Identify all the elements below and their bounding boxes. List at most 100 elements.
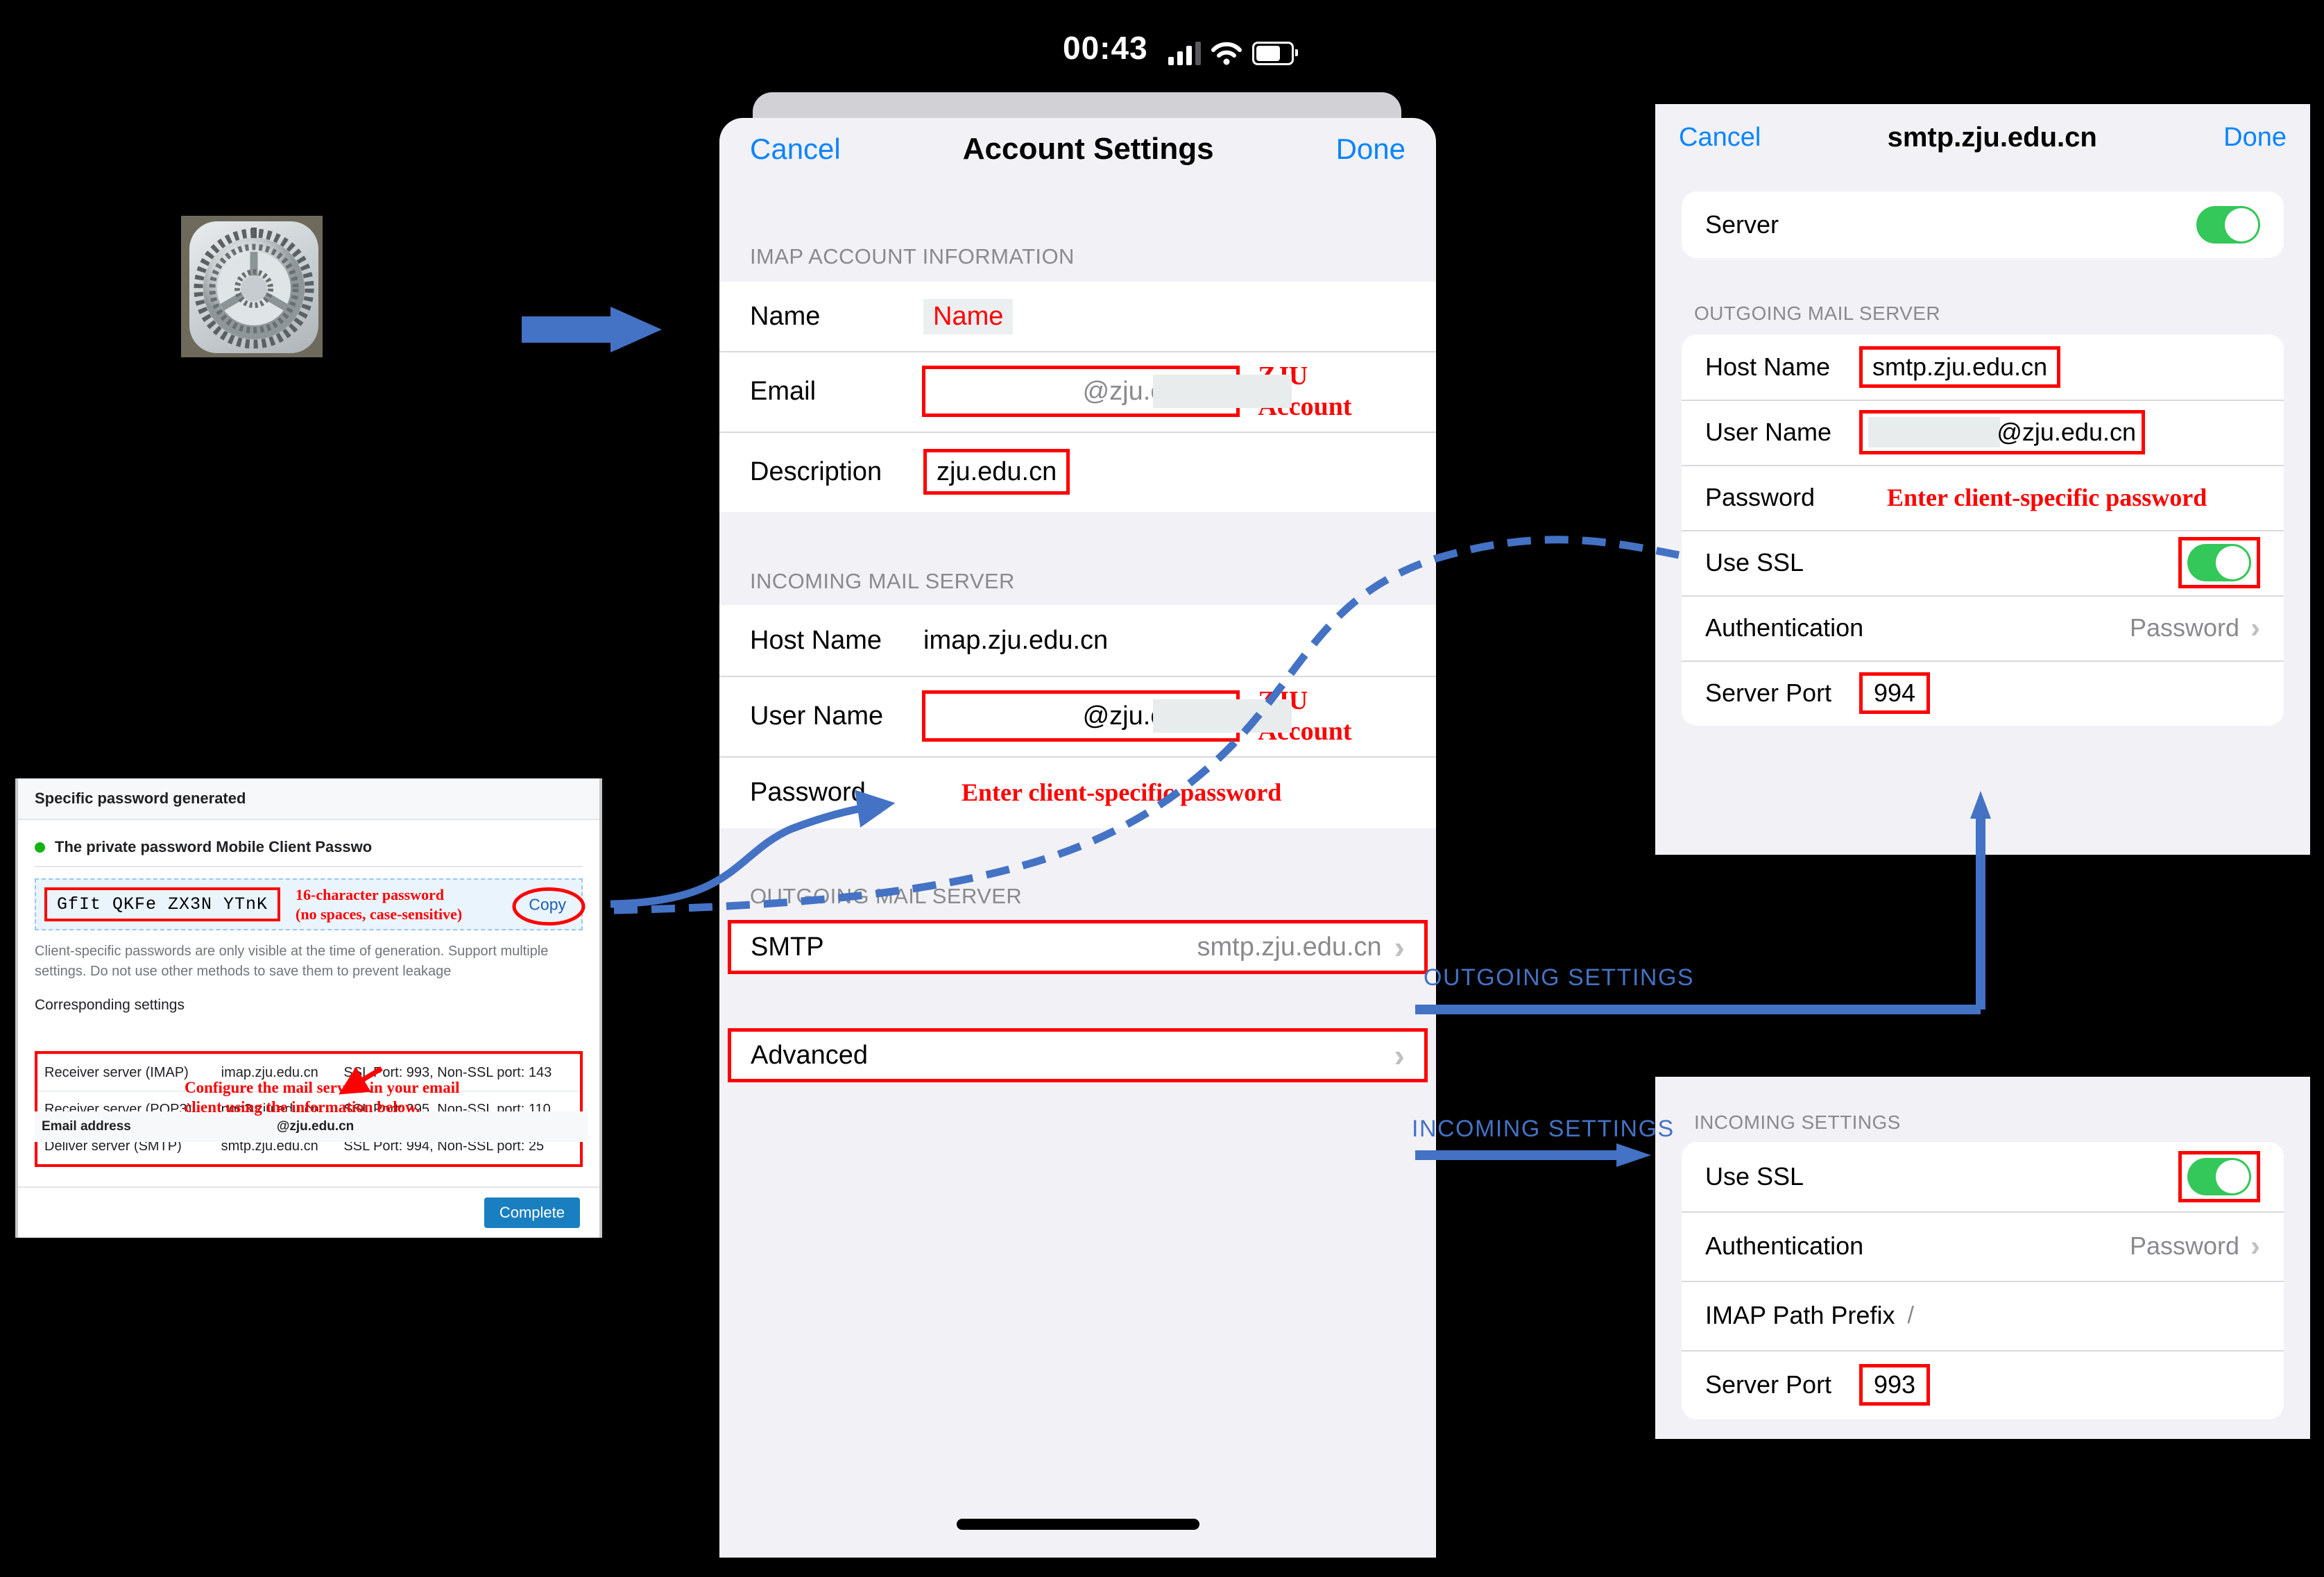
smtp-fields-card: Host Name smtp.zju.edu.cn User Name @zju… [1682, 334, 2284, 726]
row-label-incoming-use-ssl: Use SSL [1705, 1162, 1804, 1191]
copy-circle-annotation-icon [512, 887, 586, 926]
password-note: Client-specific passwords are only visib… [35, 944, 549, 979]
server-toggle[interactable] [2196, 206, 2260, 244]
redacted-username [1153, 375, 1292, 408]
password-panel-subtitle: The private password Mobile Client Passw… [55, 838, 373, 855]
username-field-highlight: @zju.edu.cn [921, 690, 1292, 742]
copy-button[interactable]: Copy [512, 887, 586, 926]
annotation-enter-password-smtp: Enter client-specific password [1887, 484, 2207, 511]
row-label-host-name: Host Name [750, 625, 882, 655]
row-smtp-server-port[interactable]: Server Port 994 [1682, 660, 2284, 726]
section-header-incoming-mail-server: INCOMING MAIL SERVER [750, 569, 1015, 593]
row-label-incoming-server-port: Server Port [1705, 1370, 1832, 1399]
description-field-highlight: zju.edu.cn [923, 449, 1070, 495]
description-value: zju.edu.cn [937, 457, 1057, 486]
done-button[interactable]: Done [1335, 133, 1405, 165]
row-smtp-use-ssl[interactable]: Use SSL [1682, 530, 2284, 595]
row-user-name[interactable]: User Name @zju.edu.cn ZJU Account [719, 676, 1436, 756]
row-label-description: Description [750, 457, 882, 486]
chevron-right-icon: › [1394, 1037, 1405, 1073]
chevron-right-icon: › [2250, 611, 2260, 644]
smtp-use-ssl-highlight [2178, 537, 2260, 588]
row-description[interactable]: Description zju.edu.cn [719, 432, 1436, 512]
row-smtp-password[interactable]: Password Enter client-specific password [1682, 465, 2284, 530]
complete-button[interactable]: Complete [484, 1197, 580, 1228]
status-dot-icon [35, 842, 45, 853]
arrow-settings-to-phone-icon [522, 307, 662, 352]
row-label-smtp-server-port: Server Port [1705, 679, 1832, 707]
incoming-fields-card: Use SSL Authentication Password › IMAP P… [1682, 1142, 2284, 1420]
table-row: Receiver server (IMAP) imap.zju.edu.cn S… [37, 1054, 580, 1091]
row-password[interactable]: Password Enter client-specific password [719, 756, 1436, 828]
row-email[interactable]: Email @zju.edu.cn ZJU Account [719, 351, 1436, 432]
row-label-name: Name [750, 301, 821, 331]
cellular-bars-icon [1168, 42, 1201, 65]
smtp-navbar: Cancel smtp.zju.edu.cn Done [1655, 104, 2310, 171]
row-incoming-use-ssl[interactable]: Use SSL [1682, 1142, 2284, 1211]
connector-incoming-settings [1415, 1143, 1651, 1167]
annotation-configure-mail-servers: Configure the mail servers in your email… [185, 1079, 460, 1116]
corresponding-settings-title: Corresponding settings [35, 997, 185, 1013]
cancel-button[interactable]: Cancel [750, 133, 841, 165]
table-cell-name: Receiver server (IMAP) [37, 1054, 214, 1091]
page-title: Account Settings [962, 132, 1214, 166]
use-ssl-toggle[interactable] [2187, 1158, 2251, 1195]
smtp-page-title: smtp.zju.edu.cn [1887, 121, 2097, 153]
password-panel-title: Specific password generated [18, 778, 599, 820]
row-label-server: Server [1705, 210, 1779, 239]
chevron-right-icon: › [2250, 1229, 2260, 1262]
row-label-imap-path-prefix: IMAP Path Prefix [1705, 1301, 1895, 1329]
incoming-server-port-highlight: 993 [1859, 1364, 1931, 1406]
section-header-outgoing-mail-server-smtp: OUTGOING MAIL SERVER [1694, 302, 1940, 324]
row-label-user-name: User Name [750, 701, 884, 731]
chevron-right-icon: › [1394, 929, 1405, 965]
row-imap-path-prefix[interactable]: IMAP Path Prefix / [1682, 1281, 2284, 1350]
row-label-smtp-password: Password [1705, 483, 1815, 511]
incoming-authentication-value: Password [2129, 1231, 2239, 1260]
redacted-username [1153, 699, 1292, 733]
smtp-server-toggle-card: Server [1682, 191, 2284, 258]
status-time: 00:43 [1063, 30, 1148, 66]
smtp-server-port-highlight: 994 [1859, 672, 1931, 714]
account-settings-navbar: Cancel Account Settings Done [719, 118, 1436, 180]
battery-icon [1252, 42, 1298, 65]
incoming-server-port-value: 993 [1874, 1370, 1916, 1399]
table-header-value: @zju.edu.cn [276, 1119, 354, 1134]
row-label-smtp-host-name: Host Name [1705, 352, 1831, 381]
row-smtp[interactable]: SMTP smtp.zju.edu.cn › [728, 920, 1428, 974]
row-incoming-authentication[interactable]: Authentication Password › [1682, 1211, 2284, 1281]
row-label-smtp-authentication: Authentication [1705, 613, 1864, 642]
row-host-name[interactable]: Host Name imap.zju.edu.cn [719, 605, 1436, 676]
imap-path-prefix-value: / [1907, 1302, 1914, 1329]
mail-servers-table-header: Email address @zju.edu.cn [35, 1111, 588, 1142]
smtp-server-panel: Cancel smtp.zju.edu.cn Done Server OUTGO… [1655, 104, 2310, 855]
row-smtp-authentication[interactable]: Authentication Password › [1682, 595, 2284, 660]
row-smtp-user-name[interactable]: User Name @zju.edu.cn [1682, 400, 2284, 465]
annotation-enter-password-incoming: Enter client-specific password [962, 778, 1282, 806]
smtp-cancel-button[interactable]: Cancel [1679, 122, 1761, 152]
annotation-password-line1: 16-character password [296, 886, 445, 903]
use-ssl-toggle[interactable] [2187, 544, 2251, 581]
smtp-done-button[interactable]: Done [2223, 122, 2287, 152]
annotation-password-line2: (no spaces, case-sensitive) [296, 905, 463, 923]
row-advanced[interactable]: Advanced › [728, 1028, 1428, 1082]
row-value-name: Name [923, 298, 1014, 334]
incoming-use-ssl-highlight [2178, 1151, 2260, 1202]
password-strip: GfIt QKFe ZX3N YTnK 16-character passwor… [35, 878, 586, 930]
account-settings-sheet: Cancel Account Settings Done IMAP ACCOUN… [719, 118, 1436, 1558]
password-highlight: GfIt QKFe ZX3N YTnK [44, 887, 281, 921]
row-label-smtp: SMTP [751, 932, 824, 962]
row-label-incoming-authentication: Authentication [1705, 1231, 1864, 1260]
password-panel-footer: Complete [18, 1186, 599, 1238]
row-incoming-server-port[interactable]: Server Port 993 [1682, 1350, 2284, 1420]
home-indicator [956, 1519, 1199, 1530]
smtp-authentication-value: Password [2129, 613, 2239, 642]
smtp-server-port-value: 994 [1874, 679, 1916, 707]
row-server[interactable]: Server [1682, 191, 2284, 258]
row-smtp-host-name[interactable]: Host Name smtp.zju.edu.cn [1682, 334, 2284, 400]
row-name[interactable]: Name Name [719, 282, 1436, 351]
specific-password-panel: Specific password generated The private … [15, 778, 602, 1238]
copy-button-label: Copy [529, 895, 566, 913]
table-cell-host: imap.zju.edu.cn [214, 1054, 337, 1091]
row-label-smtp-use-ssl: Use SSL [1705, 548, 1804, 577]
